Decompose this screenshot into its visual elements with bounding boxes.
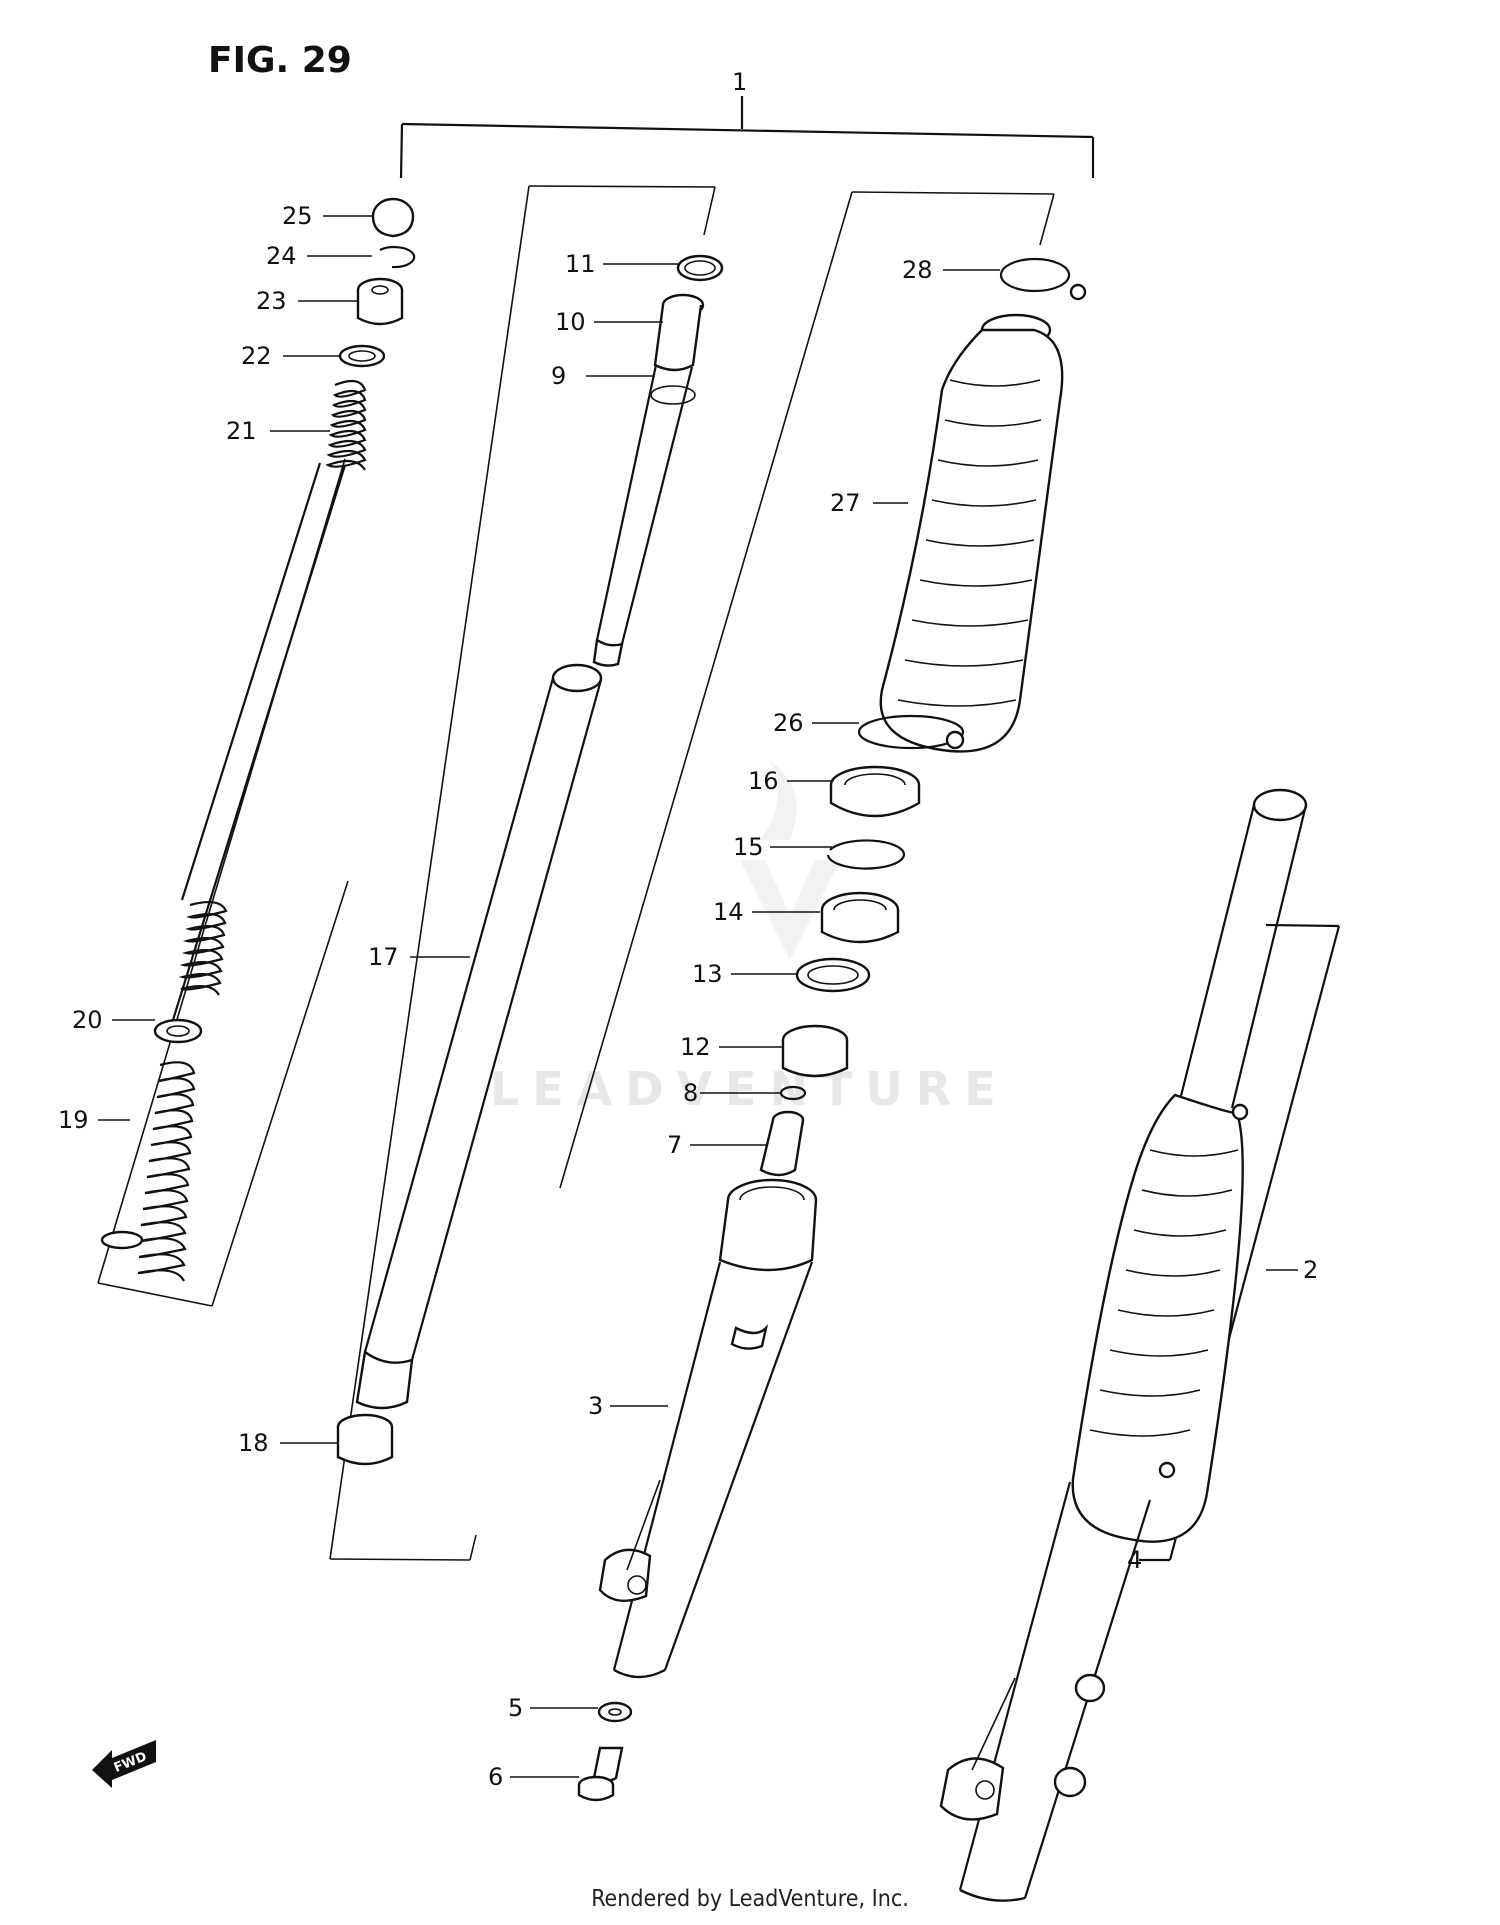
bracket-1 (399, 96, 1095, 179)
part-26-clamp (857, 714, 965, 750)
callout-3: 3 (588, 1392, 603, 1420)
callout-18: 18 (238, 1429, 269, 1457)
callout-1: 1 (732, 68, 747, 96)
figure-title: FIG. 29 (208, 40, 352, 81)
callout-8: 8 (683, 1079, 698, 1107)
part-14-washer (820, 891, 900, 944)
callout-17: 17 (368, 943, 399, 971)
group-left-outline (97, 458, 349, 1307)
callout-19: 19 (58, 1106, 89, 1134)
credit-text: Rendered by LeadVenture, Inc. (591, 1886, 909, 1912)
part-20-washer (153, 1018, 203, 1044)
part-4-outer-tube (939, 1481, 1152, 1902)
callout-labels: 1 2 3 4 5 6 7 8 9 10 11 12 13 14 15 16 1… (58, 68, 1318, 1791)
part-16-oil-seal (829, 765, 921, 818)
part-7-oil-lock (759, 1110, 805, 1177)
callout-25: 25 (282, 202, 313, 230)
fwd-arrow-icon: FWD (92, 1740, 156, 1788)
callout-14: 14 (713, 898, 744, 926)
callout-15: 15 (733, 833, 764, 861)
part-22-washer (338, 344, 386, 368)
callout-12: 12 (680, 1033, 711, 1061)
callout-4: 4 (1127, 1546, 1142, 1574)
callout-6: 6 (488, 1763, 503, 1791)
part-9-10-damper-rod (592, 293, 705, 667)
watermark-text: LEADVENTURE (490, 1062, 1009, 1116)
part-3-outer-tube (598, 1178, 818, 1679)
watermark-logo (740, 760, 840, 960)
callout-20: 20 (72, 1006, 103, 1034)
part-23-adjuster (356, 277, 404, 326)
part-28-clamp (999, 257, 1087, 301)
callout-24: 24 (266, 242, 297, 270)
callout-21: 21 (226, 417, 257, 445)
part-24-circlip (379, 245, 416, 269)
leader-lines (98, 215, 1298, 1778)
callout-26: 26 (773, 709, 804, 737)
callout-22: 22 (241, 342, 272, 370)
part-8-snap-ring (779, 1085, 807, 1101)
part-11-ring (676, 254, 724, 282)
callout-16: 16 (748, 767, 779, 795)
credit-line: Rendered by LeadVenture, Inc. (0, 1886, 1500, 1912)
callout-10: 10 (555, 308, 586, 336)
callout-28: 28 (902, 256, 933, 284)
part-12-bushing (781, 1024, 849, 1078)
part-27-dust-boot (879, 313, 1064, 753)
part-15-retaining-ring (826, 839, 906, 870)
callout-9: 9 (551, 362, 566, 390)
group-middle-outline (329, 185, 716, 1561)
part-5-washer (597, 1701, 633, 1723)
part-17-inner-tube (355, 663, 603, 1410)
part-19-spring (100, 1061, 196, 1282)
callout-7: 7 (667, 1131, 682, 1159)
callout-13: 13 (692, 960, 723, 988)
group-right-outline (559, 191, 1055, 1189)
part-2-fork-leg-assembly (1071, 788, 1308, 1543)
part-spring-mid (180, 900, 228, 996)
callout-5: 5 (508, 1694, 523, 1722)
callout-2: 2 (1303, 1256, 1318, 1284)
callout-11: 11 (565, 250, 596, 278)
callout-27: 27 (830, 489, 861, 517)
part-21-spring (171, 379, 367, 1021)
callout-23: 23 (256, 287, 287, 315)
part-18-bushing (336, 1413, 394, 1466)
part-25-cap (371, 197, 415, 238)
part-13-bushing (795, 957, 871, 993)
part-6-bolt (577, 1746, 624, 1802)
